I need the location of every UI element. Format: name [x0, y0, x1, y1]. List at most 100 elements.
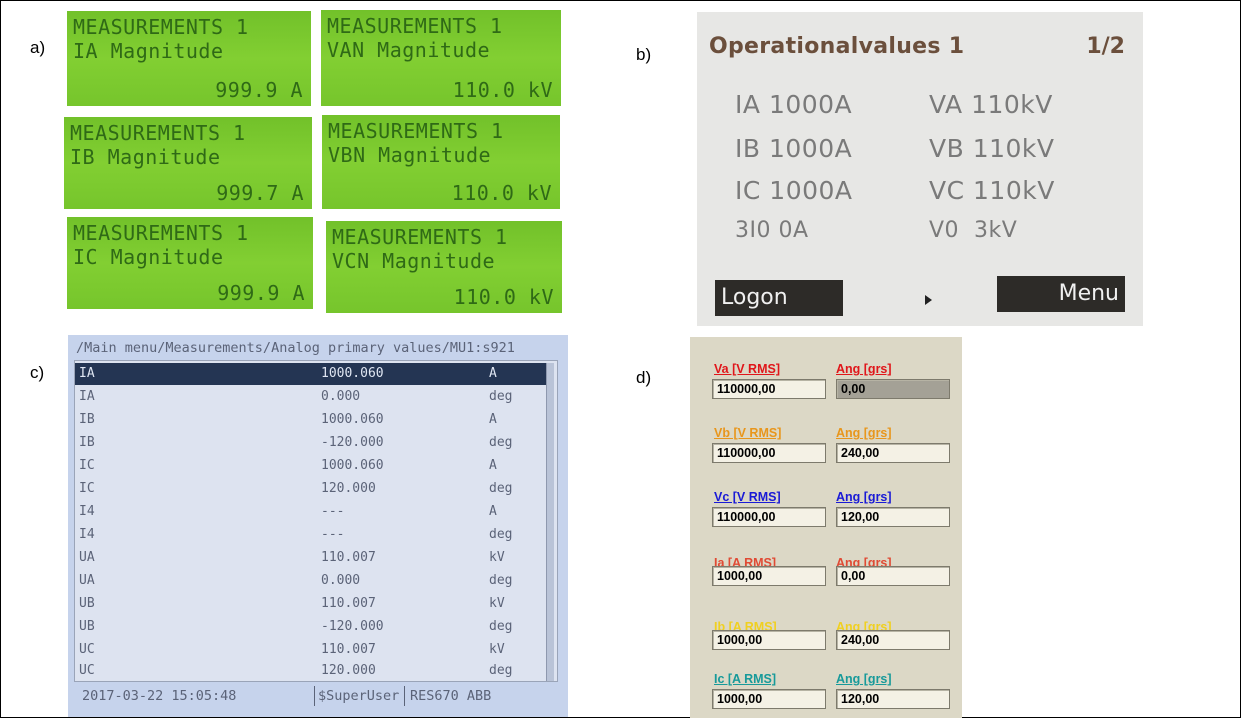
row-unit: deg	[489, 389, 513, 404]
table-row[interactable]: UA 0.000 deg	[75, 570, 553, 592]
table-row[interactable]: UB 110.007 kV	[75, 593, 553, 615]
opv-cell-vb: VB 110kV	[929, 134, 1055, 163]
opv-cell-name: VA	[929, 90, 963, 119]
lcd-header: MEASUREMENTS 1	[70, 121, 246, 145]
row-value: ---	[321, 527, 345, 542]
opv-cell-ic: IC 1000A	[735, 176, 853, 205]
table-row[interactable]: I4 --- A	[75, 501, 553, 523]
lcd-header: MEASUREMENTS 1	[328, 119, 504, 143]
opv-cell-v0: V0 3kV	[929, 218, 1017, 243]
lcd-tile-ia: MEASUREMENTS 1 IA Magnitude 999.9 A	[67, 11, 311, 106]
row-unit: A	[489, 412, 497, 427]
measurements-table: IA 1000.060 A IA 0.000 deg IB 1000.060 A…	[74, 360, 558, 682]
analog-primary-values-screen: /Main menu/Measurements/Analog primary v…	[68, 335, 568, 717]
label-ang-vb: Ang [grs]	[836, 426, 892, 440]
table-row[interactable]: UC 120.000 deg	[75, 660, 553, 682]
row-value: -120.000	[321, 619, 384, 634]
row-unit: A	[489, 366, 497, 381]
label-ic: Ic [A RMS]	[714, 672, 777, 686]
table-row[interactable]: UC 110.007 kV	[75, 639, 553, 661]
opv-cell-name: IA	[735, 90, 761, 119]
table-row[interactable]: UB -120.000 deg	[75, 616, 553, 638]
table-row[interactable]: IA 1000.060 A	[75, 363, 553, 385]
row-value: 0.000	[321, 389, 361, 404]
row-name: UA	[79, 573, 95, 588]
table-row[interactable]: UA 110.007 kV	[75, 547, 553, 569]
value-va: 110000,00	[712, 379, 826, 399]
value-ang-va: 0,00	[836, 379, 950, 399]
row-name: IA	[79, 366, 95, 381]
row-value: 120.000	[321, 663, 376, 678]
row-unit: kV	[489, 596, 505, 611]
logon-button[interactable]: Logon	[715, 280, 843, 316]
table-row[interactable]: IB 1000.060 A	[75, 409, 553, 431]
table-row[interactable]: IB -120.000 deg	[75, 432, 553, 454]
lcd-value: 999.7 A	[216, 181, 304, 205]
row-unit: kV	[489, 642, 505, 657]
opv-cell-name: VB	[929, 134, 965, 163]
label-vb: Vb [V RMS]	[714, 426, 782, 440]
lcd-tile-vcn: MEASUREMENTS 1 VCN Magnitude 110.0 kV	[326, 221, 562, 313]
lcd-header: MEASUREMENTS 1	[332, 225, 508, 249]
opv-cell-ib: IB 1000A	[735, 134, 852, 163]
value-ang-vc: 120,00	[836, 507, 950, 527]
lcd-quantity: VAN Magnitude	[327, 38, 491, 62]
row-value: 110.007	[321, 550, 376, 565]
table-row[interactable]: IC 120.000 deg	[75, 478, 553, 500]
row-unit: deg	[489, 481, 513, 496]
row-name: IB	[79, 412, 95, 427]
table-row[interactable]: IA 0.000 deg	[75, 386, 553, 408]
row-name: IA	[79, 389, 95, 404]
label-vc: Vc [V RMS]	[714, 490, 781, 504]
table-row[interactable]: I4 --- deg	[75, 524, 553, 546]
lcd-value: 110.0 kV	[452, 78, 553, 102]
value-ang-vb: 240,00	[836, 443, 950, 463]
row-unit: kV	[489, 550, 505, 565]
opv-title: Operationalvalues 1	[709, 34, 965, 59]
row-value: 1000.060	[321, 366, 384, 381]
row-unit: deg	[489, 663, 513, 678]
opv-cell-name: IC	[735, 176, 761, 205]
row-name: IC	[79, 481, 95, 496]
label-ang-vc: Ang [grs]	[836, 490, 892, 504]
row-value: 110.007	[321, 596, 376, 611]
breadcrumb: /Main menu/Measurements/Analog primary v…	[76, 340, 515, 356]
row-value: 110.007	[321, 642, 376, 657]
lcd-quantity: IC Magnitude	[73, 245, 224, 269]
lcd-value: 999.9 A	[215, 78, 303, 102]
lcd-quantity: IA Magnitude	[73, 39, 224, 63]
status-divider	[314, 686, 315, 706]
lcd-quantity: VCN Magnitude	[332, 249, 496, 273]
row-value: ---	[321, 504, 345, 519]
opv-cell-name: 3I0	[735, 218, 771, 243]
opv-cell-value: 0A	[778, 218, 809, 243]
table-row[interactable]: IC 1000.060 A	[75, 455, 553, 477]
value-ang-ib: 240,00	[836, 630, 950, 650]
opv-cell-3i0: 3I0 0A	[735, 218, 809, 243]
menu-button[interactable]: Menu	[997, 276, 1125, 312]
row-name: UA	[79, 550, 95, 565]
status-divider	[404, 686, 405, 706]
row-value: 0.000	[321, 573, 361, 588]
panel-label-d: d)	[636, 368, 652, 387]
lcd-tile-vbn: MEASUREMENTS 1 VBN Magnitude 110.0 kV	[322, 115, 560, 209]
opv-cell-name: IB	[735, 134, 761, 163]
status-user: $SuperUser	[318, 688, 400, 704]
label-va: Va [V RMS]	[714, 362, 780, 376]
panel-label-a: a)	[30, 38, 46, 57]
lcd-value: 110.0 kV	[453, 285, 554, 309]
value-ic: 1000,00	[712, 689, 826, 709]
row-name: UC	[79, 642, 95, 657]
row-name: I4	[79, 527, 95, 542]
value-ia: 1000,00	[712, 566, 826, 586]
value-ang-ic: 120,00	[836, 689, 950, 709]
opv-cell-value: 3kV	[974, 218, 1018, 243]
arrow-right-icon	[925, 295, 932, 305]
panel-label-c: c)	[30, 363, 45, 382]
row-name: I4	[79, 504, 95, 519]
row-value: 120.000	[321, 481, 376, 496]
lcd-quantity: VBN Magnitude	[328, 143, 492, 167]
lcd-tile-ic: MEASUREMENTS 1 IC Magnitude 999.9 A	[67, 217, 313, 309]
scrollbar[interactable]	[546, 363, 554, 681]
